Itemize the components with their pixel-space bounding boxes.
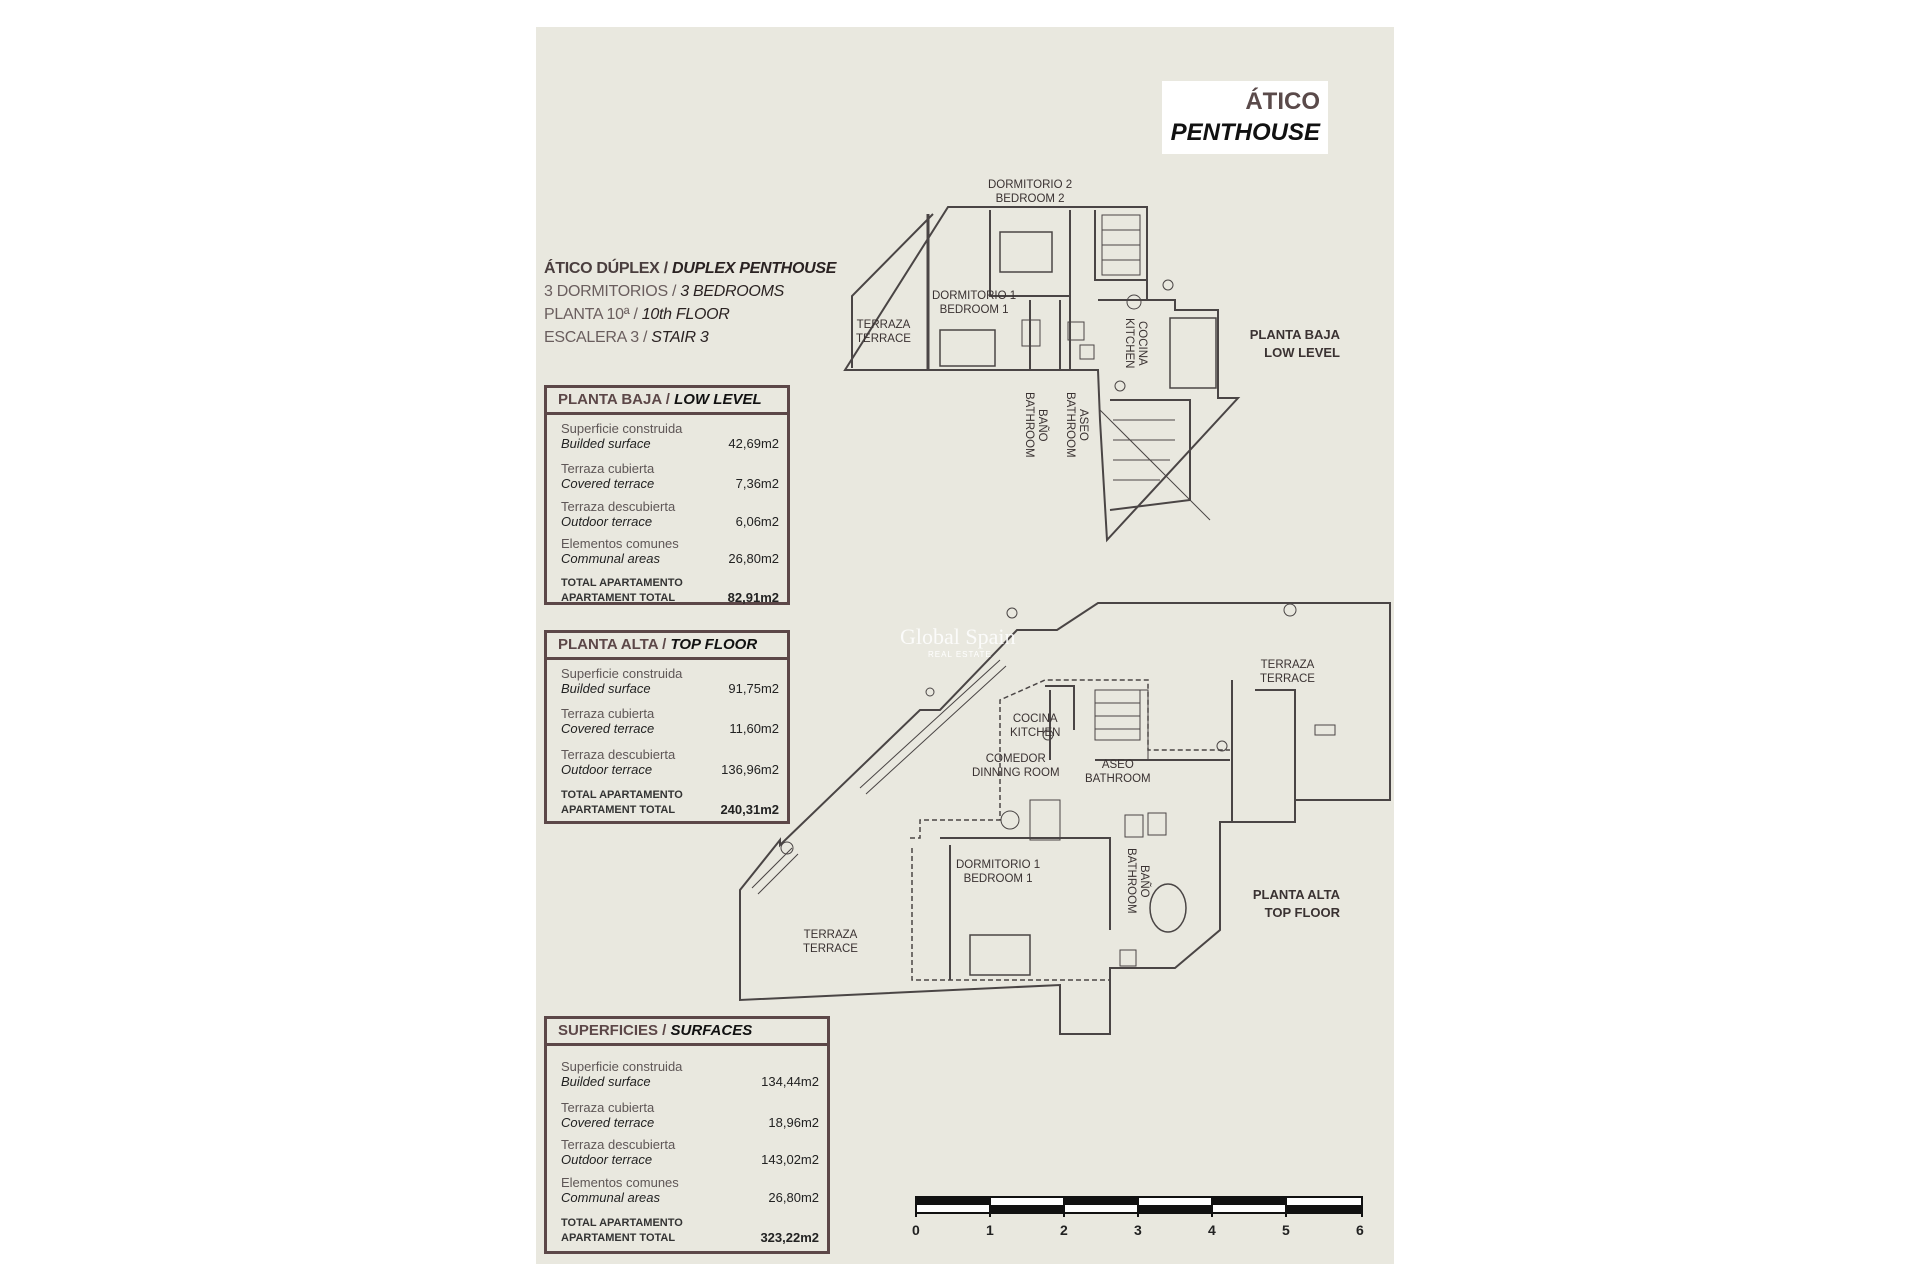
- bedrooms-es: 3 DORMITORIOS /: [544, 283, 677, 300]
- stair-en: STAIR 3: [651, 329, 709, 346]
- surfaces-table-header: SUPERFICIES / SURFACES: [547, 1019, 827, 1046]
- low-level-table-header: PLANTA BAJA / LOW LEVEL: [547, 388, 787, 415]
- floor-es: PLANTA 10ª /: [544, 306, 638, 323]
- title-spanish: ÁTICO: [1245, 88, 1320, 115]
- title-english: PENTHOUSE: [1170, 119, 1320, 146]
- scale-tick-0: 0: [912, 1222, 920, 1238]
- low-level-table: PLANTA BAJA / LOW LEVEL Superficie const…: [544, 385, 790, 605]
- scale-bar: [915, 1196, 1363, 1217]
- property-info: ÁTICO DÚPLEX / DUPLEX PENTHOUSE 3 DORMIT…: [544, 257, 836, 349]
- surfaces-table: SUPERFICIES / SURFACES Superficie constr…: [544, 1016, 830, 1254]
- type-es: ÁTICO DÚPLEX /: [544, 260, 668, 277]
- scale-tick-1: 1: [986, 1222, 994, 1238]
- watermark-logo: Global Spain: [900, 624, 1016, 649]
- scale-tick-6: 6: [1356, 1222, 1364, 1238]
- top-floor-table-header: PLANTA ALTA / TOP FLOOR: [547, 633, 787, 660]
- scale-tick-3: 3: [1134, 1222, 1142, 1238]
- type-en: DUPLEX PENTHOUSE: [671, 260, 837, 277]
- scale-tick-2: 2: [1060, 1222, 1068, 1238]
- low-level-outline: [843, 206, 1241, 543]
- stair-es: ESCALERA 3 /: [544, 329, 648, 346]
- top-floor-outline: [739, 602, 1391, 1035]
- floor-en: 10th FLOOR: [641, 306, 730, 323]
- scale-tick-5: 5: [1282, 1222, 1290, 1238]
- title-box: ÁTICO PENTHOUSE: [1162, 81, 1328, 154]
- bedrooms-en: 3 BEDROOMS: [680, 283, 784, 300]
- top-floor-table: PLANTA ALTA / TOP FLOOR Superficie const…: [544, 630, 790, 824]
- scale-tick-4: 4: [1208, 1222, 1216, 1238]
- watermark-subtitle: REAL ESTATE: [928, 650, 992, 659]
